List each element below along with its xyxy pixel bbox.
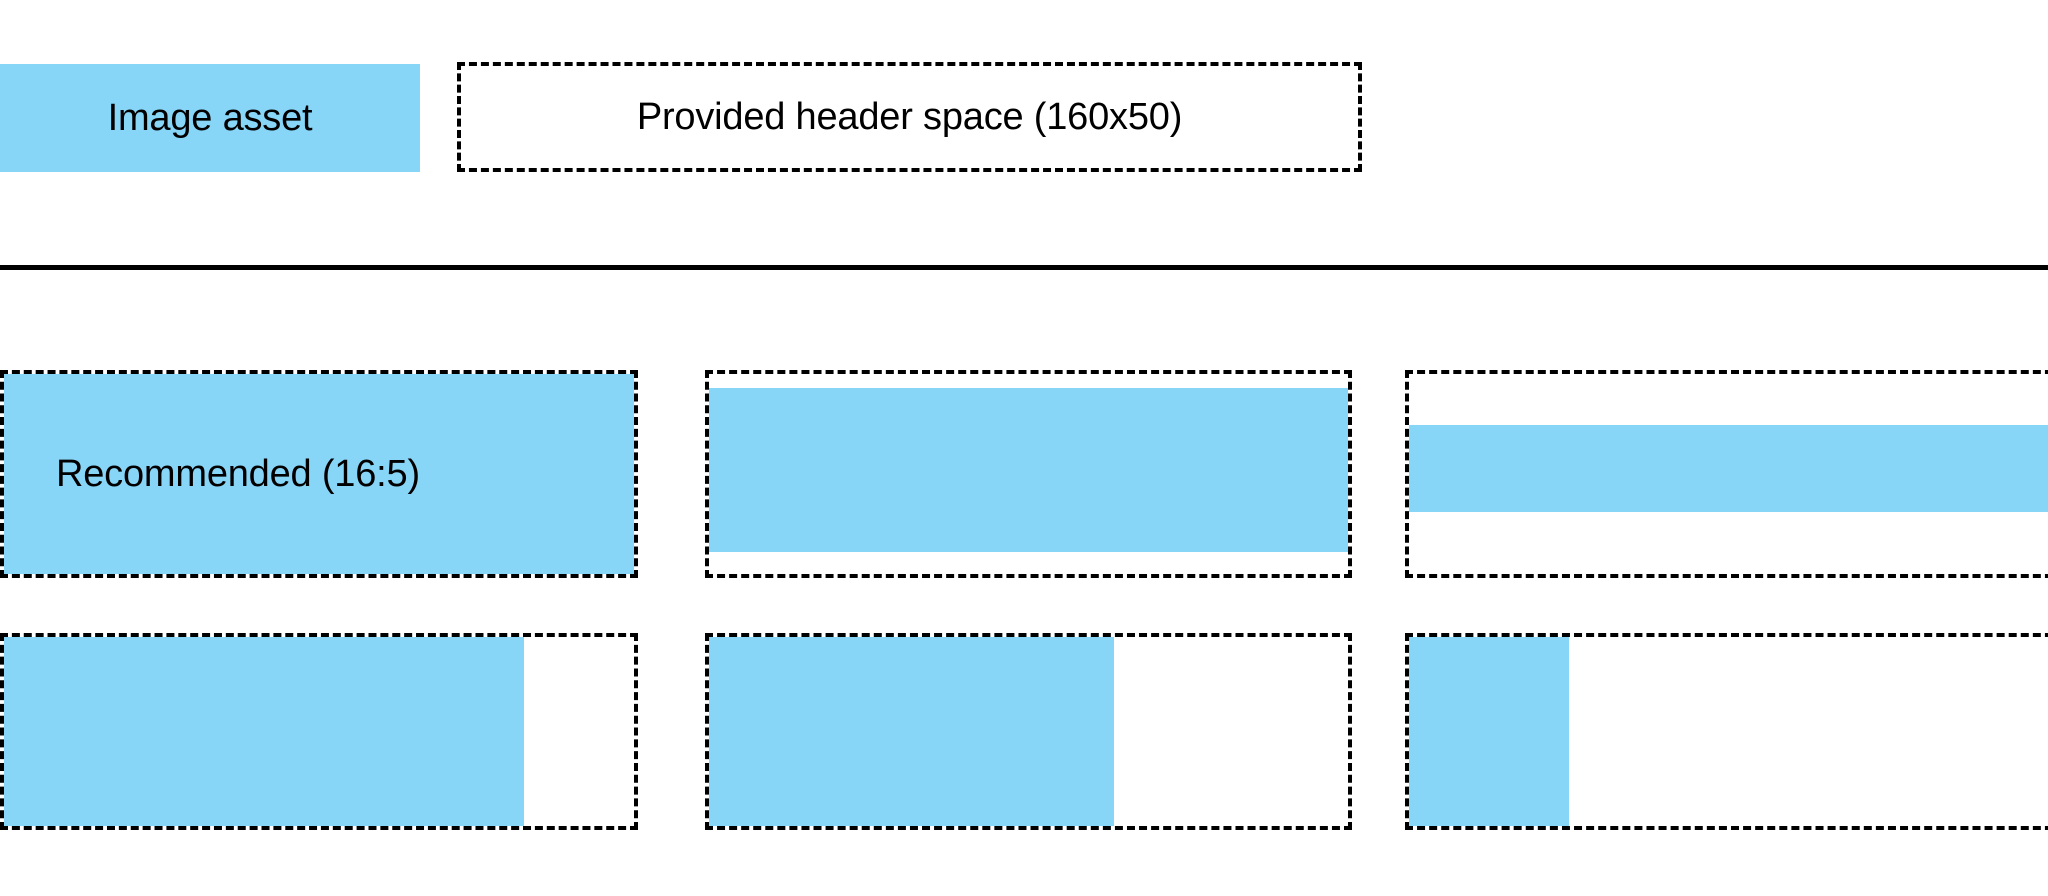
provided-header-space-box: Provided header space (160x50) (457, 62, 1362, 172)
ratio-fill-r1c3 (1409, 425, 2048, 512)
ratio-cell-r2c3 (1405, 633, 2048, 830)
header-row: Image asset Provided header space (160x5… (0, 0, 2048, 267)
ratio-fill-r1c1 (4, 374, 634, 574)
provided-header-space-label: Provided header space (160x50) (636, 96, 1183, 138)
ratio-row-2 (0, 633, 2048, 830)
ratio-cell-r1c1: Recommended (16:5) (0, 370, 638, 578)
ratio-cell-r1c3 (1405, 370, 2048, 578)
ratio-row-1: Recommended (16:5) (0, 370, 2048, 578)
recommended-ratio-label: Recommended (16:5) (56, 453, 420, 495)
ratio-cell-r2c2 (705, 633, 1352, 830)
ratio-cell-r2c1 (0, 633, 638, 830)
section-divider (0, 265, 2048, 270)
image-asset-label: Image asset (107, 97, 313, 139)
ratio-fill-r2c1 (4, 637, 524, 826)
ratio-fill-r2c2 (709, 637, 1114, 826)
ratio-fill-r2c3 (1409, 637, 1569, 826)
ratio-fill-r1c2 (709, 388, 1348, 552)
ratio-cell-r1c2 (705, 370, 1352, 578)
image-asset-chip: Image asset (0, 64, 420, 172)
